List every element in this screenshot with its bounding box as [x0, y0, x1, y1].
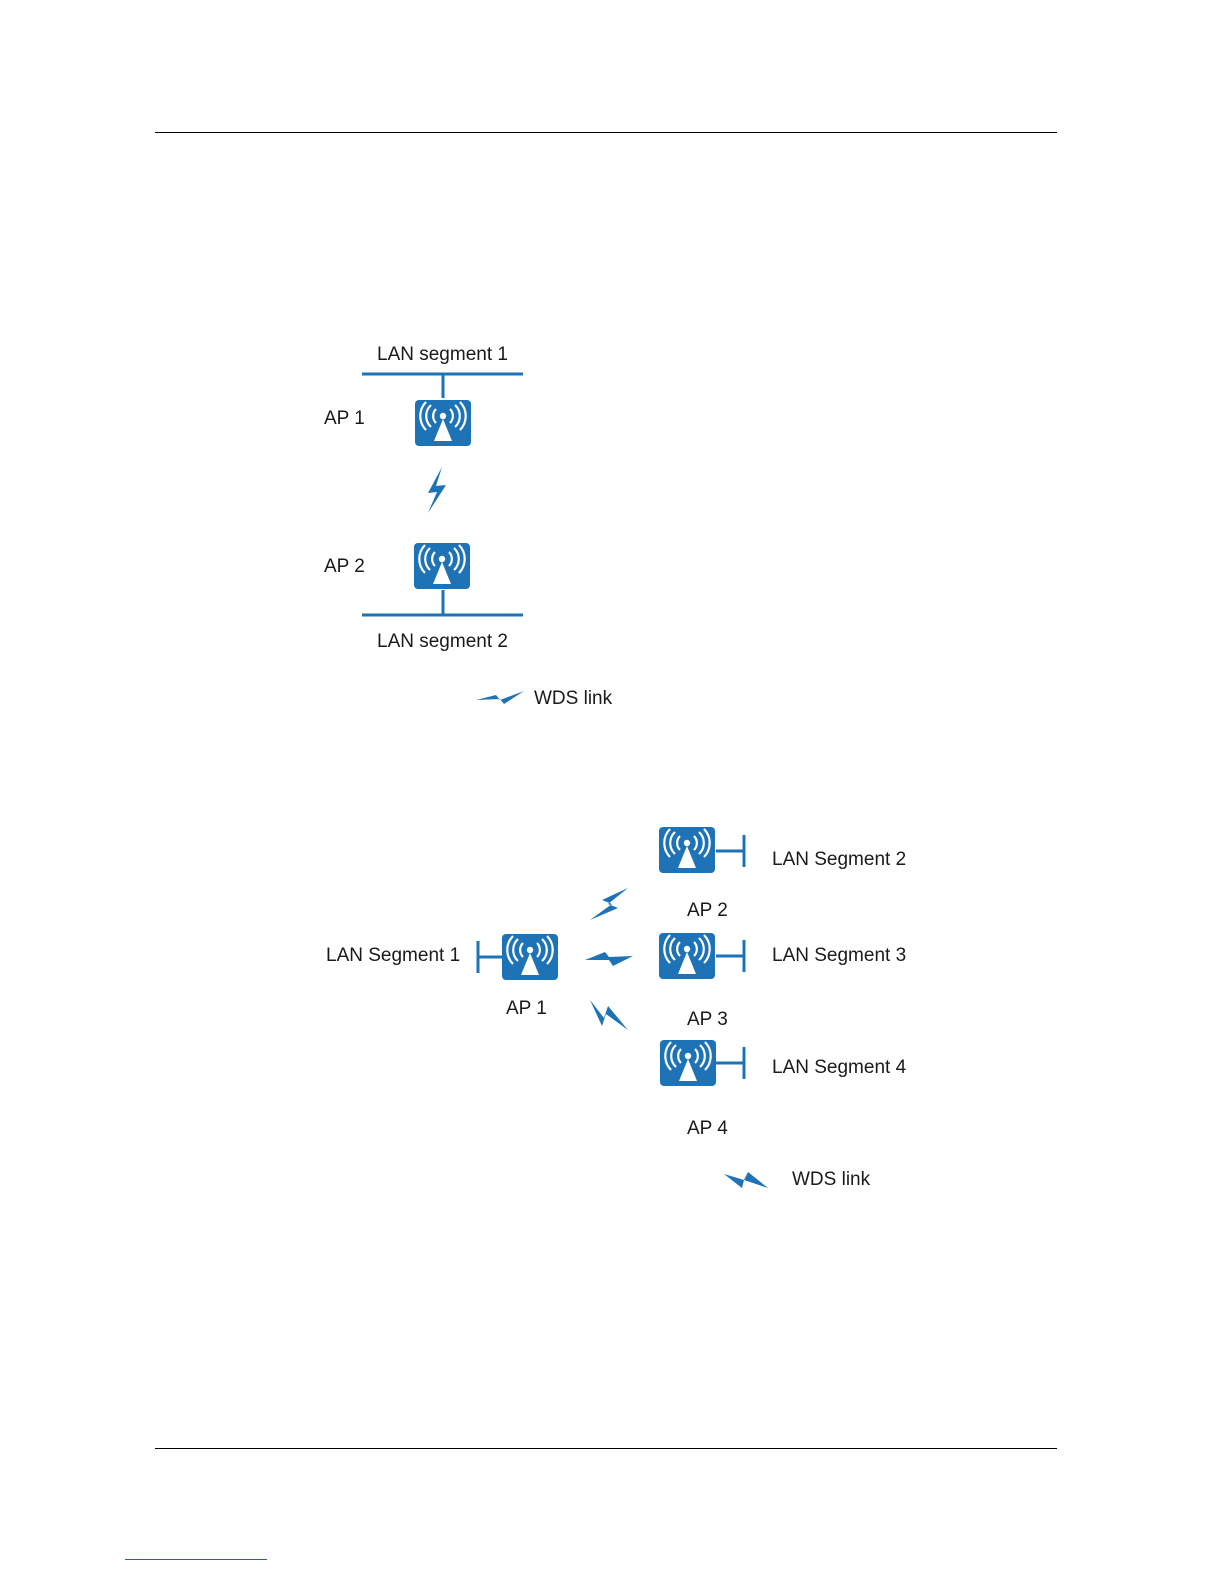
legend-wds-icon: [474, 688, 526, 710]
legend-wds-label: WDS link: [534, 689, 612, 708]
wds-link-icon: [583, 944, 635, 968]
ap2-label: AP 2: [687, 901, 728, 920]
access-point-icon: [413, 542, 471, 590]
ap1-label: AP 1: [324, 409, 365, 428]
ap2-label: AP 2: [324, 557, 365, 576]
lan-segment-1-label: LAN segment 1: [377, 345, 508, 364]
legend-wds-icon: [722, 1168, 770, 1192]
access-point-icon: [501, 933, 559, 981]
footer-rule: [155, 1448, 1057, 1449]
lan-segment-2-label: LAN Segment 2: [772, 850, 906, 869]
legend-wds-label: WDS link: [792, 1170, 870, 1189]
lan-segment-4-label: LAN Segment 4: [772, 1058, 906, 1077]
ap1-label: AP 1: [506, 999, 547, 1018]
lan-segment-1-label: LAN Segment 1: [326, 946, 460, 965]
lan-segment-2-label: LAN segment 2: [377, 632, 508, 651]
ap4-label: AP 4: [687, 1119, 728, 1138]
wds-link-icon: [422, 466, 450, 514]
wds-link-icon: [588, 886, 630, 922]
access-point-icon: [414, 399, 472, 447]
footer-underline: [125, 1559, 267, 1560]
access-point-icon: [659, 1039, 717, 1087]
ap3-label: AP 3: [687, 1010, 728, 1029]
wds-link-icon: [588, 998, 630, 1032]
access-point-icon: [658, 826, 716, 874]
access-point-icon: [658, 932, 716, 980]
lan-segment-3-label: LAN Segment 3: [772, 946, 906, 965]
figure1-lines: [0, 0, 1224, 800]
